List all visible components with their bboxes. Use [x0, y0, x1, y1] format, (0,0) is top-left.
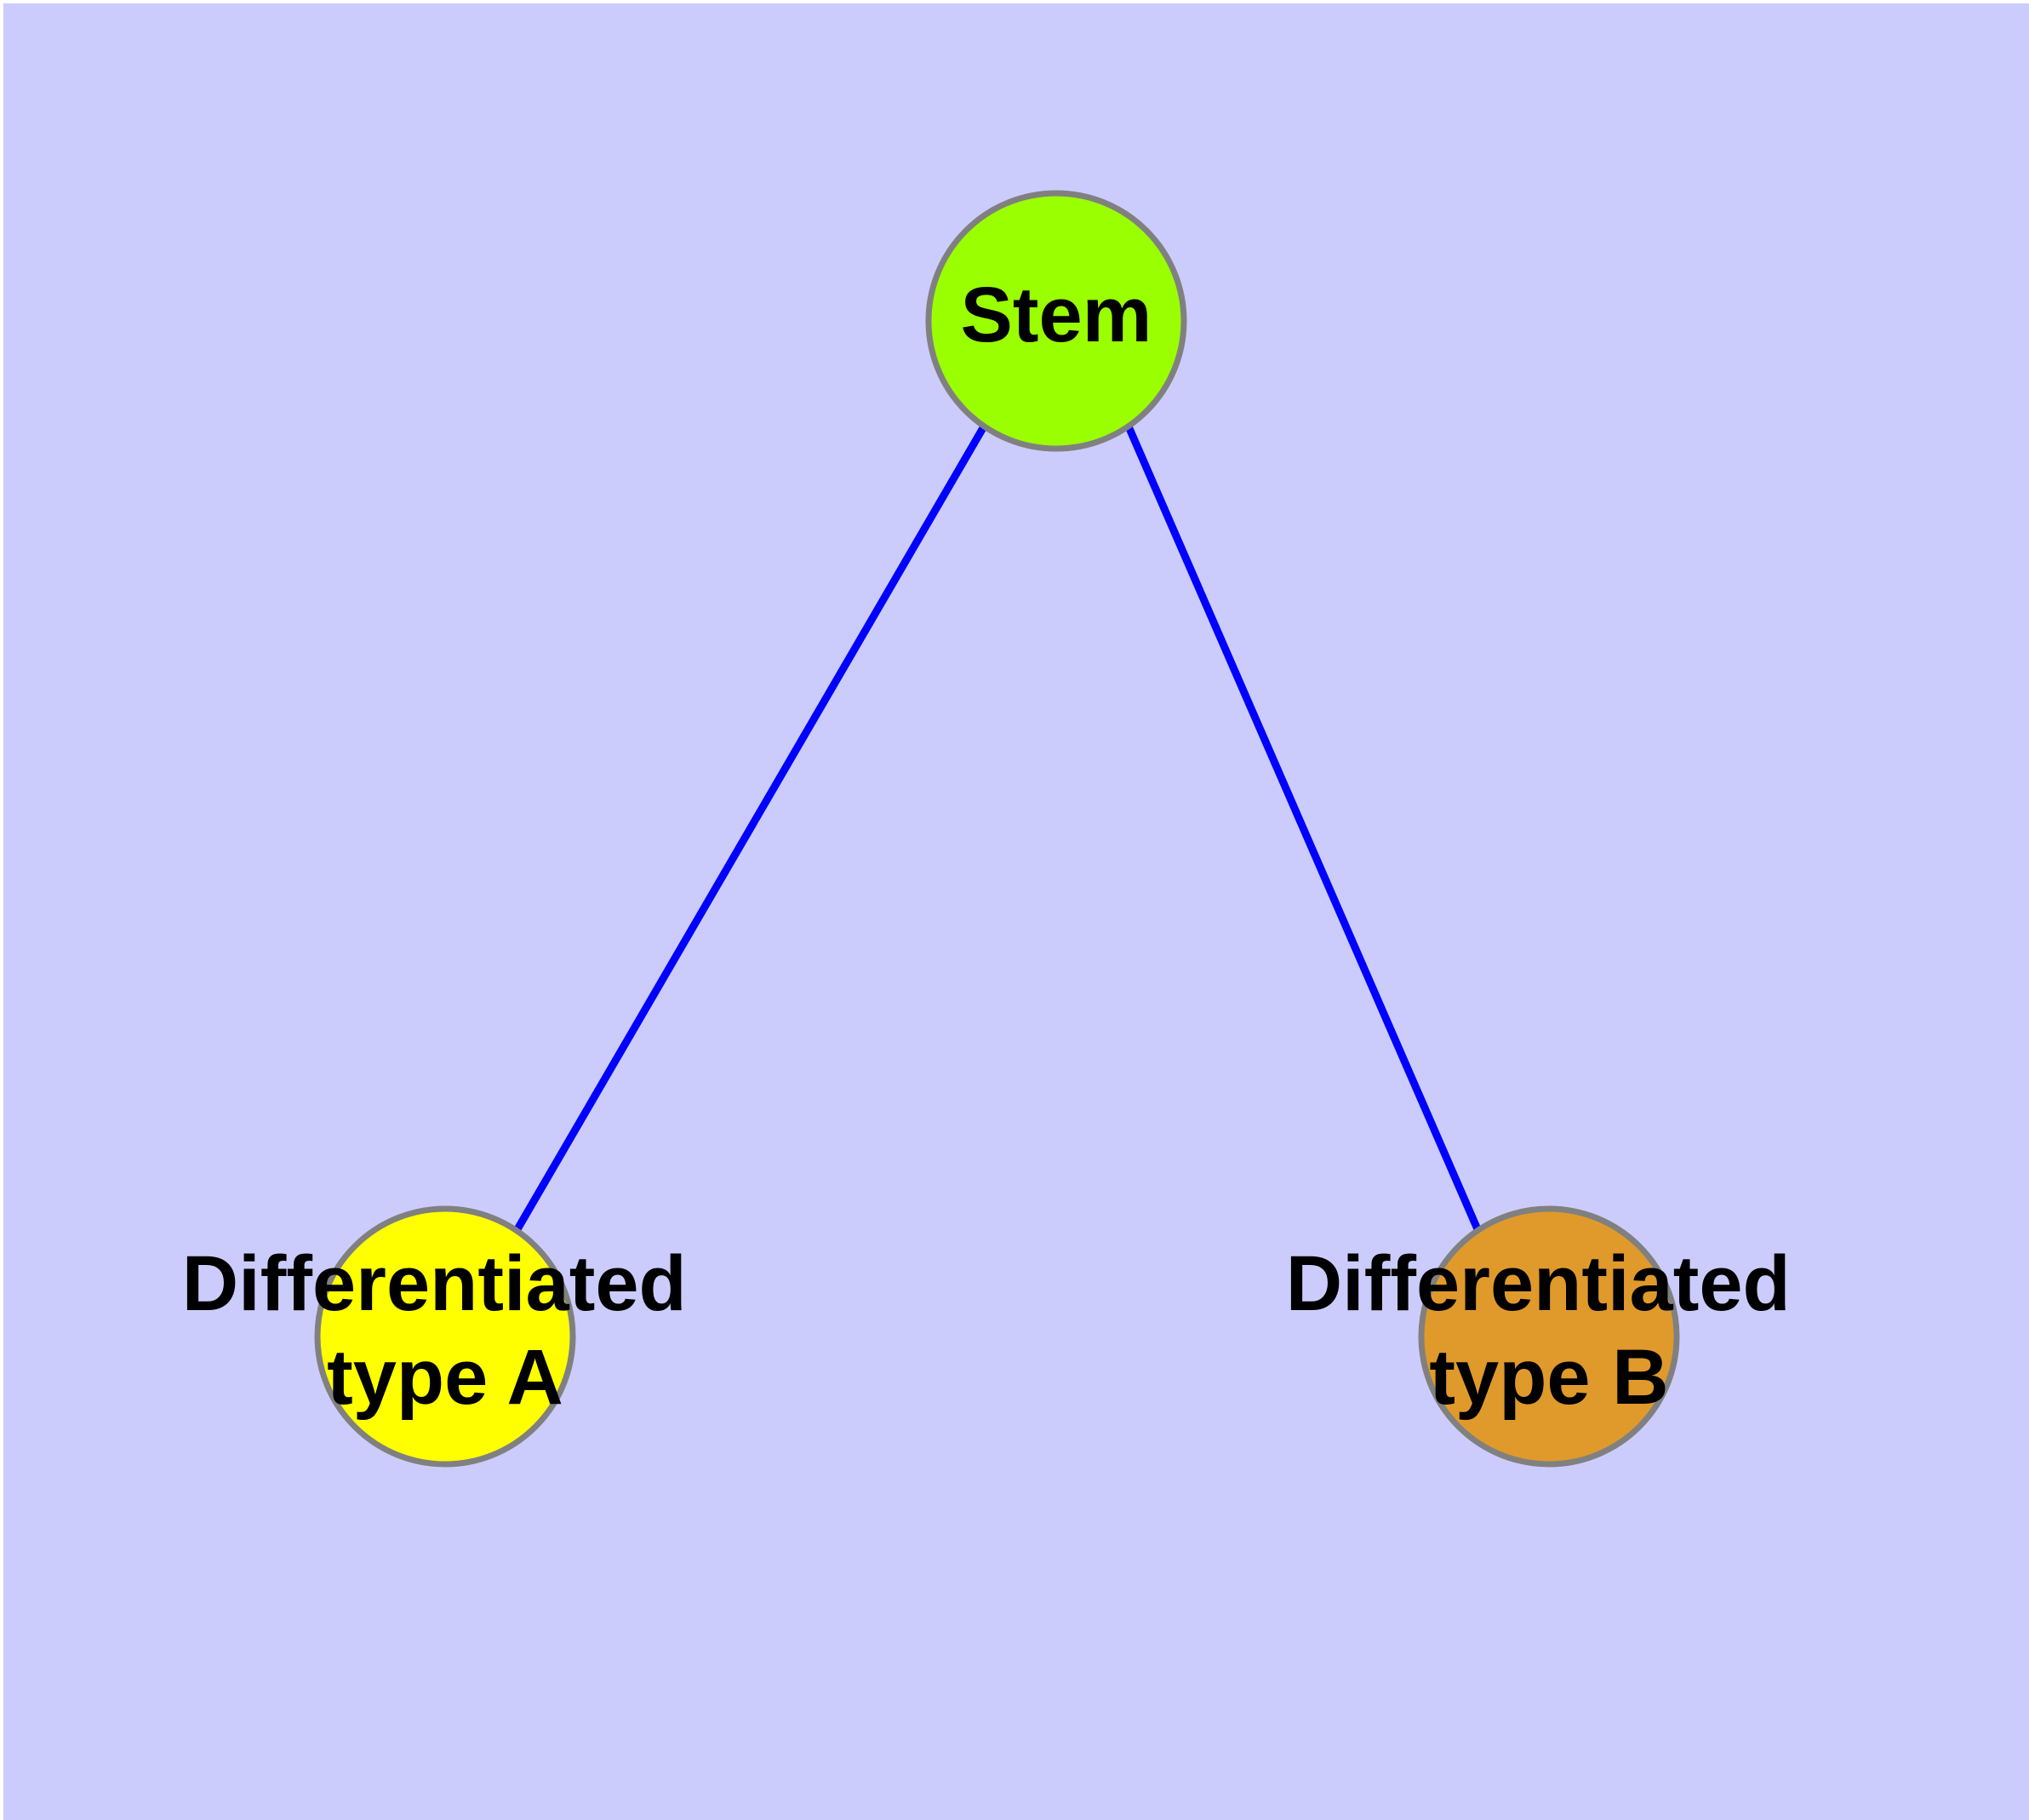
graph-svg: Stem Differentiated type A Differentiate… [182, 190, 1813, 1468]
node-label-differentiated-type-b-line1: Differentiated [1286, 1240, 1791, 1327]
edge-layer [514, 424, 1482, 1232]
node-circle-differentiated-type-b[interactable] [1418, 1205, 1680, 1468]
node-circle-differentiated-type-a[interactable] [314, 1205, 576, 1468]
node-label-stem-line1: Stem [961, 272, 1152, 358]
node-label-stem: Stem [961, 272, 1152, 358]
node-label-differentiated-type-a-line1: Differentiated [182, 1240, 687, 1327]
label-layer: Stem Differentiated type A Differentiate… [182, 272, 1813, 1421]
node-label-differentiated-type-a: Differentiated type A [182, 1240, 709, 1421]
edge-stem-to-differentiated-type-a[interactable] [514, 424, 987, 1232]
node-label-differentiated-type-b-line2: type B [1429, 1334, 1668, 1421]
node-layer [314, 190, 1680, 1468]
node-circle-stem[interactable] [925, 190, 1187, 452]
edge-stem-to-differentiated-type-b[interactable] [1124, 425, 1482, 1231]
node-label-differentiated-type-a-line2: type A [327, 1334, 563, 1421]
node-label-differentiated-type-b: Differentiated type B [1286, 1240, 1813, 1421]
